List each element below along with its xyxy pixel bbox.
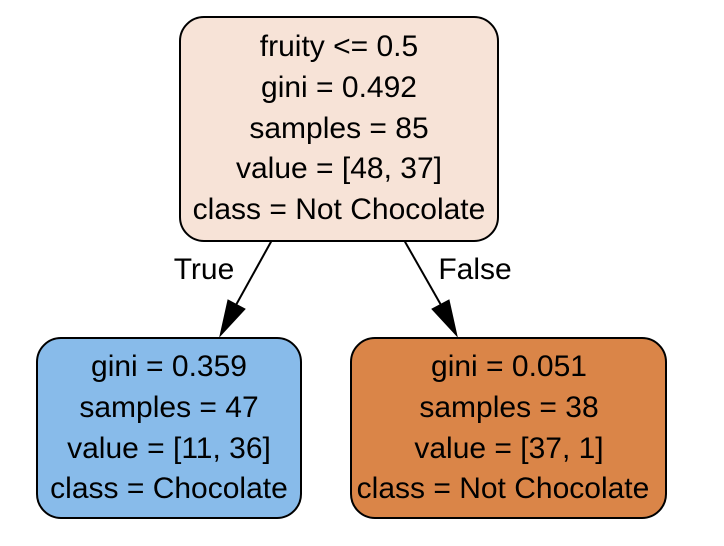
node-right-class: class = Not Chocolate bbox=[357, 472, 650, 505]
edge-false-arrowhead bbox=[431, 299, 458, 338]
node-right-gini: gini = 0.051 bbox=[431, 350, 587, 383]
edge-true-label: True bbox=[174, 253, 235, 286]
node-root-gini: gini = 0.492 bbox=[261, 71, 417, 104]
edge-true-arrowhead bbox=[219, 299, 246, 338]
edge-false-line bbox=[403, 239, 442, 306]
node-left-box bbox=[36, 337, 302, 519]
edge-true: True bbox=[174, 239, 273, 338]
edge-false: False bbox=[403, 239, 512, 338]
edge-false-label: False bbox=[438, 253, 511, 286]
node-root-value: value = [48, 37] bbox=[236, 152, 442, 185]
edge-true-line bbox=[235, 239, 273, 306]
node-root-split: fruity <= 0.5 bbox=[260, 30, 418, 63]
node-left-value: value = [11, 36] bbox=[67, 432, 271, 465]
node-root-box bbox=[179, 16, 499, 242]
node-left-class: class = Chocolate bbox=[50, 472, 288, 505]
node-right-box bbox=[350, 337, 667, 519]
node-root-samples: samples = 85 bbox=[249, 112, 428, 145]
node-right-samples: samples = 38 bbox=[419, 391, 598, 424]
tree-node-right: gini = 0.051 samples = 38 value = [37, 1… bbox=[350, 337, 667, 519]
node-left-samples: samples = 47 bbox=[79, 391, 258, 424]
node-right-value: value = [37, 1] bbox=[414, 432, 603, 465]
tree-node-left: gini = 0.359 samples = 47 value = [11, 3… bbox=[36, 337, 302, 519]
node-left-gini: gini = 0.359 bbox=[91, 350, 247, 383]
tree-node-root: fruity <= 0.5 gini = 0.492 samples = 85 … bbox=[179, 16, 499, 242]
node-root-class: class = Not Chocolate bbox=[193, 193, 486, 226]
